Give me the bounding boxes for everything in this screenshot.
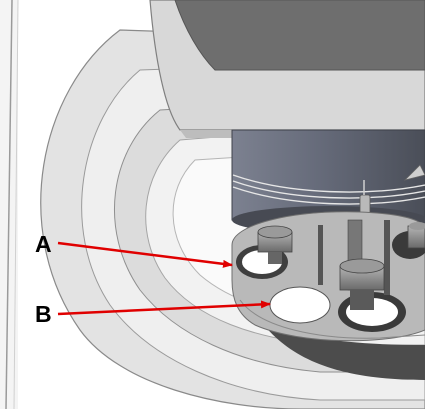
label-b: B <box>35 301 52 327</box>
left-wall <box>0 0 19 409</box>
knob-center <box>339 258 385 310</box>
arrow-b <box>57 300 271 316</box>
instrument-head <box>149 0 425 138</box>
knob-right <box>407 222 425 249</box>
arrow-a <box>57 241 233 268</box>
knob-left <box>257 225 293 264</box>
label-a: A <box>35 231 52 257</box>
